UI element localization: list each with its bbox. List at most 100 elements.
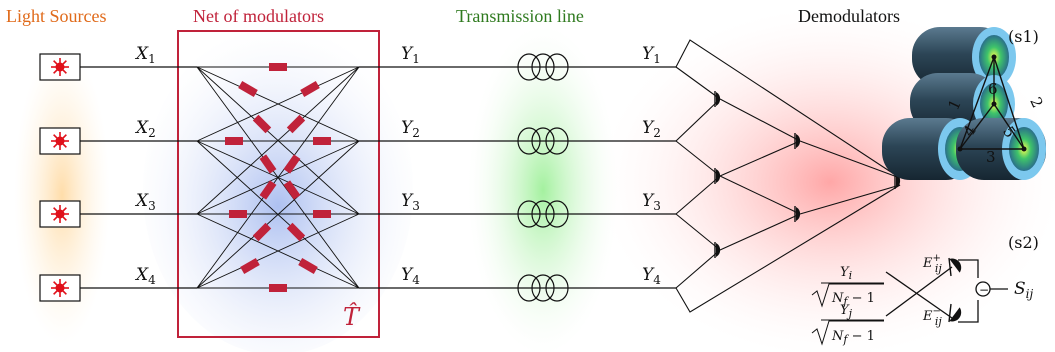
fraction-top: Yi Nf − 1 [811, 265, 884, 308]
laser-core-3 [55, 209, 65, 219]
demod-path-10 [719, 140, 801, 177]
output-symbol: Y [401, 44, 414, 64]
e-plus-sup: + [933, 253, 941, 264]
modulator-net-box [177, 30, 380, 338]
transmission-glow [468, 25, 618, 352]
fiber-coil-icon [545, 274, 569, 302]
input-index: 1 [148, 52, 156, 66]
modulator-10 [283, 154, 301, 174]
fiber-coil-icon [517, 274, 541, 302]
svg-text:Yj: Yj [840, 303, 853, 320]
modulator-5 [238, 81, 258, 97]
photodetector-icon [796, 207, 801, 221]
laser-core-2 [55, 136, 65, 146]
input-symbol: X [134, 191, 149, 211]
demod-input-label-4: Y4 [642, 265, 661, 287]
bottom-numerator: Y [840, 303, 850, 318]
s1-path-6: 6 [988, 80, 998, 98]
bottom-denom-tail: − 1 [847, 329, 874, 344]
bottom-denom: N [831, 329, 844, 344]
demod-input-symbol: Y [642, 191, 655, 211]
modulator-3 [225, 137, 243, 145]
output-symbol: Y [401, 191, 414, 211]
subtractor-sign: − [979, 283, 989, 297]
demod-input-index: 2 [653, 126, 661, 140]
svg-text:Sij: Sij [1014, 279, 1033, 301]
bottom-numerator-sub: j [846, 307, 853, 320]
demod-input-index: 4 [653, 273, 661, 287]
demod-input-label-3: Y3 [642, 191, 661, 213]
demod-input-symbol: Y [642, 44, 655, 64]
input-index: 2 [148, 126, 156, 140]
demod-input-index: 1 [653, 52, 661, 66]
fiber-coil-icon [531, 200, 555, 228]
fiber-coil-icon [517, 127, 541, 155]
modulator-11 [259, 180, 277, 200]
output-symbol: Y [401, 265, 414, 285]
modulator-8 [286, 114, 306, 134]
demod-input-index: 3 [653, 199, 661, 213]
input-symbol: X [134, 265, 149, 285]
top-numerator-sub: i [849, 269, 853, 282]
mesh-line-4-3 [196, 213, 360, 289]
modulator-15 [252, 222, 272, 242]
fiber-coil-icon [545, 127, 569, 155]
input-index: 4 [148, 273, 156, 287]
demod-input-symbol: Y [642, 118, 655, 138]
modulator-6 [300, 81, 320, 97]
output-label-3: Y3 [401, 191, 420, 213]
balanced-photodetector-bottom [948, 303, 962, 323]
modulator-17 [240, 258, 260, 274]
demod-path-5 [675, 175, 721, 215]
demod-path-3 [675, 98, 721, 142]
input-label-3: X3 [134, 191, 156, 213]
modulator-4 [229, 210, 247, 218]
fraction-bottom: Yj Nf − 1 [811, 303, 884, 346]
s-out-sub: ij [1026, 287, 1034, 301]
modulator-glow [143, 25, 413, 352]
output-index: 4 [412, 273, 420, 287]
e-plus: E [922, 256, 933, 271]
header-light-sources: Light Sources [6, 6, 107, 26]
demod-path-12 [719, 213, 801, 251]
fiber-coil-icon [545, 200, 569, 228]
output-index: 1 [412, 52, 420, 66]
photodetector-icon [716, 243, 721, 257]
fiber-coil-icon [517, 53, 541, 81]
output-label-2: Y2 [401, 118, 420, 140]
demod-path-6 [675, 213, 721, 251]
light-source-glow [14, 45, 110, 345]
svg-text:Yi: Yi [840, 265, 852, 282]
modulator-2 [269, 284, 287, 292]
s1-path-3: 3 [986, 148, 996, 166]
output-index: 3 [412, 199, 420, 213]
s-out: S [1014, 279, 1026, 299]
bottom-denom-sub: f [842, 333, 849, 346]
demod-input-symbol: Y [642, 265, 655, 285]
modulator-7 [252, 114, 272, 134]
demod-path-2 [675, 66, 721, 100]
inset-s1-label: (s1) [1008, 27, 1039, 46]
matrix-label: T̂ [343, 303, 361, 331]
mesh-line-4-2 [196, 140, 360, 289]
multicore-fiber-icon [882, 27, 1046, 180]
header-transmission: Transmission line [456, 6, 584, 26]
svg-text:E−ij: E−ij [922, 306, 942, 328]
svg-text:Nf − 1: Nf − 1 [831, 329, 875, 346]
subtractor-icon [975, 281, 991, 297]
input-label-1: X1 [134, 44, 156, 66]
output-symbol: Y [401, 118, 414, 138]
demod-path-7 [675, 249, 721, 289]
demod-path-4 [675, 140, 721, 177]
photodetector-icon [716, 169, 721, 183]
modulator-14 [313, 210, 331, 218]
output-label-4: Y4 [401, 265, 420, 287]
mesh-line-3-1 [196, 66, 360, 215]
inset-s2-label: (s2) [1008, 233, 1039, 252]
demod-path-11 [719, 175, 801, 215]
modulator-1 [269, 63, 287, 71]
top-denom-tail: − 1 [847, 291, 874, 306]
